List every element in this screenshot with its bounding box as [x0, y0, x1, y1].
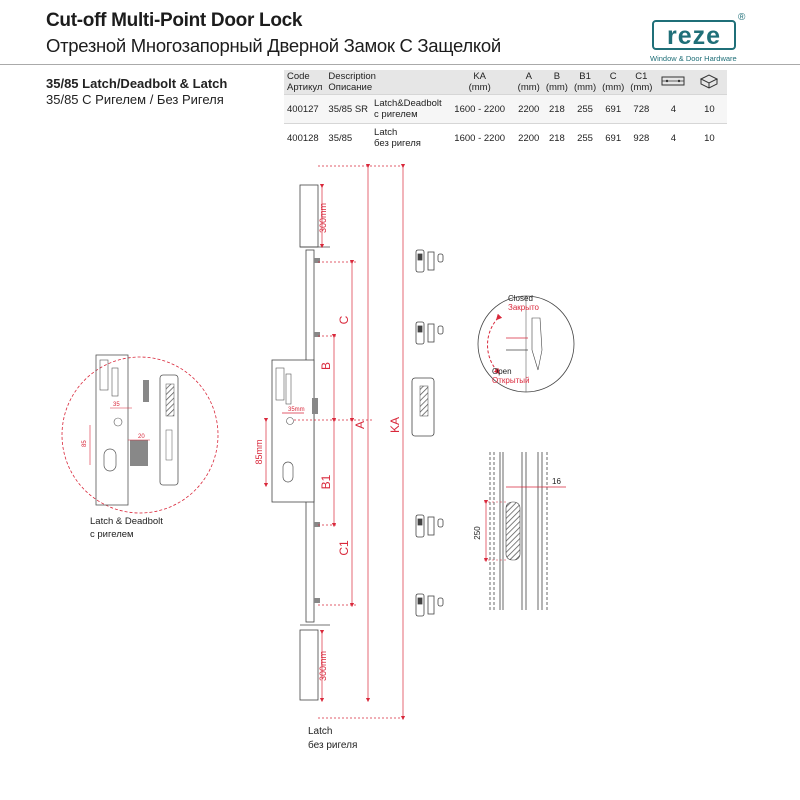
cell-b: 218 — [542, 94, 571, 124]
col-b: B(mm) — [542, 70, 571, 95]
box-icon — [691, 70, 728, 95]
dim-c: C — [337, 315, 351, 324]
zoom-dim-85: 85 — [82, 440, 88, 447]
dim-250: 250 — [473, 526, 482, 540]
dim-16: 16 — [552, 477, 561, 486]
dim-top-300: 300mm — [318, 203, 328, 233]
cell-a: 2200 — [514, 123, 543, 152]
cell-c: 691 — [599, 94, 628, 124]
bottom-caption-ru: без ригеля — [308, 739, 357, 751]
cell-c: 691 — [599, 123, 628, 152]
title-ru: Отрезной Многозапорный Дверной Замок С З… — [46, 35, 501, 56]
open-label-ru: Открытый — [492, 376, 529, 385]
cell-a: 2200 — [514, 94, 543, 124]
subtitle-en: 35/85 Latch/Deadbolt & Latch — [46, 76, 228, 91]
detail-caption-ru: с ригелем — [90, 529, 134, 540]
cell-qty-pack: 4 — [655, 94, 692, 124]
cell-code: 400128 — [284, 123, 326, 152]
cell-c1: 928 — [627, 123, 656, 152]
cell-c1: 728 — [627, 94, 656, 124]
dim-a: A — [353, 421, 367, 429]
dim-bottom-300: 300mm — [318, 651, 328, 681]
dim-35mm: 35mm — [288, 407, 305, 413]
col-b1: B1(mm) — [570, 70, 600, 95]
brand-tagline: Window & Door Hardware — [650, 54, 737, 63]
cell-qty-box: 10 — [691, 94, 728, 124]
header-divider — [0, 64, 800, 65]
dim-c1: C1 — [337, 540, 351, 556]
zoom-dim-35: 35 — [113, 402, 120, 408]
brand-logo: reze — [652, 20, 736, 50]
dim-b1: B1 — [319, 474, 333, 489]
cell-model: 35/85 SR — [325, 94, 372, 124]
col-ka: KA(mm) — [444, 70, 515, 95]
cell-b1: 255 — [570, 94, 600, 124]
col-c1: C1(mm) — [627, 70, 656, 95]
cell-qty-pack: 4 — [655, 123, 692, 152]
dim-ka: KA — [388, 417, 402, 433]
cell-ka: 1600 - 2200 — [444, 123, 515, 152]
dimension-lines — [263, 163, 406, 721]
rotation-diagram — [477, 295, 575, 393]
col-a: A(mm) — [514, 70, 543, 95]
cell-b1: 255 — [570, 123, 600, 152]
profile-section — [483, 452, 566, 610]
lock-faceplate — [271, 184, 330, 701]
dim-b: B — [319, 362, 333, 370]
closed-label-en: Closed — [508, 294, 533, 303]
cell-qty-box: 10 — [691, 123, 728, 152]
cell-code: 400127 — [284, 94, 326, 124]
col-c: C(mm) — [599, 70, 628, 95]
subtitle-ru: 35/85 С Ригелем / Без Ригеля — [46, 92, 224, 107]
pack-icon — [655, 70, 692, 95]
cell-ka: 1600 - 2200 — [444, 94, 515, 124]
detail-caption-en: Latch & Deadbolt — [90, 516, 163, 527]
open-label-en: Open — [492, 367, 512, 376]
detail-zoom — [61, 354, 219, 514]
zoom-dim-20: 20 — [138, 434, 145, 440]
dim-85mm: 85mm — [254, 439, 264, 464]
bottom-caption-en: Latch — [308, 726, 332, 737]
cell-b: 218 — [542, 123, 571, 152]
closed-label-ru: Закрыто — [508, 303, 540, 312]
strike-keepers — [411, 249, 444, 617]
cell-model: 35/85 — [325, 123, 372, 152]
title-en: Cut-off Multi-Point Door Lock — [46, 10, 303, 31]
registered-mark: ® — [738, 12, 746, 23]
